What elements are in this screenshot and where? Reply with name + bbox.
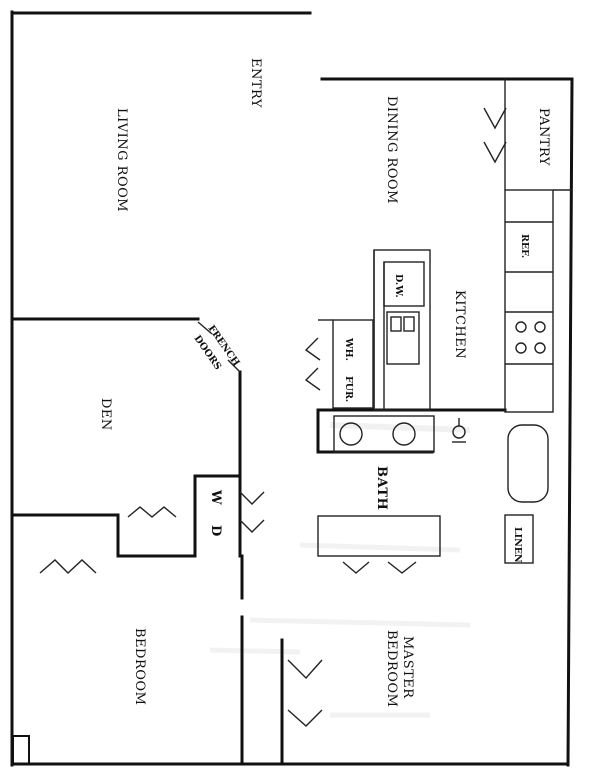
- bath-fixtures: [317, 415, 549, 564]
- label-dw: D.W.: [393, 274, 404, 298]
- label-master-bedroom: BEDROOM: [384, 630, 399, 707]
- corner-mark: [12, 735, 30, 765]
- label-kitchen: KITCHEN: [452, 290, 467, 359]
- label-linen: LINEN: [512, 527, 523, 563]
- kitchen-fixtures: [318, 79, 572, 413]
- label-wh: WH.: [343, 337, 354, 361]
- label-pantry: PANTRY: [536, 108, 551, 166]
- label-dryer: D: [208, 525, 223, 537]
- label-ref: REF.: [519, 234, 530, 258]
- label-entry: ENTRY: [248, 58, 263, 108]
- label-fur: FUR.: [343, 376, 354, 402]
- label-den: DEN: [98, 398, 113, 431]
- label-dining-room: DINING ROOM: [384, 96, 399, 204]
- label-washer: W: [208, 489, 223, 505]
- label-living-room: LIVING ROOM: [114, 108, 129, 212]
- doors: [39, 107, 507, 727]
- label-master: MASTER: [400, 636, 415, 699]
- label-bedroom: BEDROOM: [132, 628, 147, 705]
- stove-burners: [515, 321, 546, 354]
- label-bath: BATH: [374, 466, 389, 510]
